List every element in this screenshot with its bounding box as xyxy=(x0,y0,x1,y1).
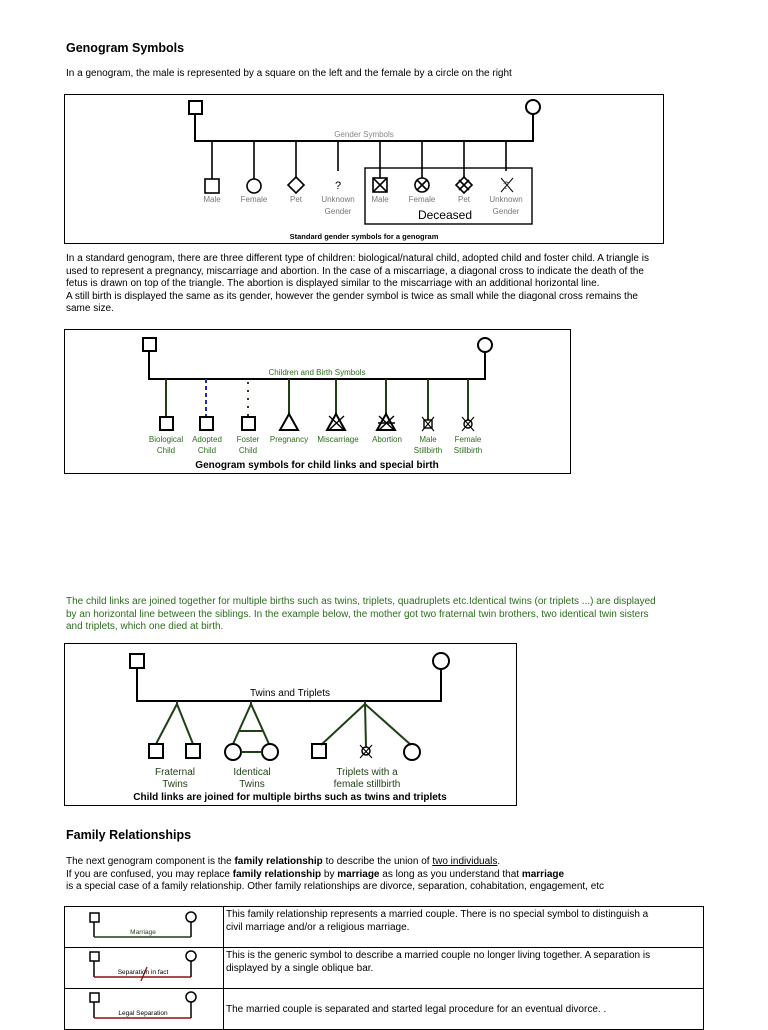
twins-triplets-diagram: Twins and Triplets Fraternal xyxy=(129,652,450,803)
biological-child-square xyxy=(159,416,174,431)
child-label: Stillbirth xyxy=(414,446,442,455)
stillbirth-circle xyxy=(361,746,371,756)
child-label: Abortion xyxy=(372,435,402,444)
gender-symbols-label: Gender Symbols xyxy=(334,130,394,139)
child-label: Female xyxy=(455,435,482,444)
twins-triplets-figure: Twins and Triplets Fraternal xyxy=(64,643,517,806)
legal-separation-symbol: Legal Separation xyxy=(89,991,197,1019)
legal-separation-description: The married couple is separated and star… xyxy=(223,988,704,1030)
abortion-triangle xyxy=(375,411,397,431)
family-relationships-paragraph: The next genogram component is the famil… xyxy=(66,856,605,893)
symbol-label: Pet xyxy=(458,195,471,204)
identical-twin-circle xyxy=(261,743,279,761)
miscarriage-triangle xyxy=(325,411,347,431)
marriage-symbol-cell: Marriage xyxy=(64,906,224,948)
fraternal-twin-square xyxy=(148,743,164,759)
section-heading-family-relationships: Family Relationships xyxy=(66,828,192,842)
child-label: Child xyxy=(198,446,216,455)
child-label: Child xyxy=(157,446,175,455)
table-row: Separation in fact This is the generic s… xyxy=(64,947,704,989)
child-links-diagram: Children and Birth Symbols xyxy=(142,337,493,471)
child-label: Adopted xyxy=(192,435,222,444)
multiple-births-paragraph: The child links are joined together for … xyxy=(66,596,656,633)
section-heading-genogram-symbols: Genogram Symbols xyxy=(66,41,185,55)
male-parent-square xyxy=(142,337,157,352)
fraternal-label: Fraternal xyxy=(155,767,195,778)
child-label: Foster xyxy=(237,435,260,444)
symbol-label: Male xyxy=(203,195,221,204)
separation-symbol: Separation in fact xyxy=(89,950,197,982)
separation-description: This is the generic symbol to describe a… xyxy=(223,947,704,989)
male-parent-square xyxy=(129,653,145,669)
children-birth-label: Children and Birth Symbols xyxy=(269,368,366,377)
symbol-label: Female xyxy=(241,195,268,204)
symbol-label: Unknown xyxy=(321,195,354,204)
figure-caption: Standard gender symbols for a genogram xyxy=(290,232,439,241)
child-label: Male xyxy=(419,435,437,444)
symbol-label: Gender xyxy=(325,207,352,216)
deceased-pet-symbol xyxy=(454,175,474,195)
foster-child-square xyxy=(241,416,256,431)
children-types-paragraph: In a standard genogram, there are three … xyxy=(66,253,649,315)
female-parent-circle xyxy=(432,652,450,670)
table-row: Marriage This family relationship repres… xyxy=(64,906,704,948)
female-parent-circle xyxy=(477,337,493,353)
child-links-figure: Children and Birth Symbols xyxy=(64,329,571,474)
fraternal-label: Twins xyxy=(162,779,188,790)
child-label: Child xyxy=(239,446,257,455)
deceased-unknown-mark: ? xyxy=(503,180,509,192)
male-symbol xyxy=(204,178,220,194)
separation-symbol-cell: Separation in fact xyxy=(64,947,224,989)
deceased-label: Deceased xyxy=(418,208,472,222)
female-parent-circle xyxy=(525,99,541,115)
female-symbol xyxy=(246,178,262,194)
marriage-symbol: Marriage xyxy=(89,911,197,938)
gender-symbols-diagram: Gender Symbols ? ? Male Female Pet Unkno… xyxy=(188,99,541,241)
child-label: Stillbirth xyxy=(454,446,482,455)
triplet-circle xyxy=(403,743,421,761)
relationships-table: Marriage This family relationship repres… xyxy=(64,906,704,1030)
deceased-male-symbol xyxy=(372,177,388,193)
two-individuals-link[interactable]: two individuals xyxy=(432,856,498,867)
symbol-label: Male xyxy=(371,195,389,204)
triplet-square xyxy=(311,743,327,759)
symbol-label: Gender xyxy=(493,207,520,216)
female-stillbirth-circle xyxy=(463,419,473,429)
svg-text:Separation in fact: Separation in fact xyxy=(118,969,169,976)
triplets-label: Triplets with a xyxy=(336,767,398,778)
child-label: Biological xyxy=(149,435,183,444)
deceased-female-symbol xyxy=(414,177,430,193)
separation-bar xyxy=(140,966,148,982)
male-parent-square xyxy=(188,100,203,115)
triplets-label: female stillbirth xyxy=(334,779,401,790)
symbol-label: Unknown xyxy=(489,195,522,204)
adopted-child-square xyxy=(199,416,214,431)
svg-text:Legal Separation: Legal Separation xyxy=(118,1010,168,1017)
child-label: Pregnancy xyxy=(270,435,308,444)
intro-text: In a genogram, the male is represented b… xyxy=(66,68,512,79)
male-stillbirth-square xyxy=(423,419,433,429)
table-row: Legal Separation The married couple is s… xyxy=(64,988,704,1030)
figure-caption: Genogram symbols for child links and spe… xyxy=(195,460,438,471)
identical-twin-circle xyxy=(224,743,242,761)
gender-symbols-figure: Gender Symbols ? ? Male Female Pet Unkno… xyxy=(64,94,664,244)
deceased-box xyxy=(364,167,533,225)
identical-label: Twins xyxy=(239,779,265,790)
symbol-label: Female xyxy=(409,195,436,204)
svg-text:Marriage: Marriage xyxy=(130,929,156,936)
pet-symbol xyxy=(286,175,306,195)
legal-separation-symbol-cell: Legal Separation xyxy=(64,988,224,1030)
symbol-label: Pet xyxy=(290,195,303,204)
figure-caption: Child links are joined for multiple birt… xyxy=(133,792,447,803)
twins-triplets-label: Twins and Triplets xyxy=(250,688,330,699)
pregnancy-triangle xyxy=(278,411,300,431)
unknown-question-mark: ? xyxy=(335,180,341,192)
identical-label: Identical xyxy=(233,767,270,778)
child-label: Miscarriage xyxy=(317,435,359,444)
fraternal-twin-square xyxy=(185,743,201,759)
marriage-description: This family relationship represents a ma… xyxy=(223,906,704,948)
